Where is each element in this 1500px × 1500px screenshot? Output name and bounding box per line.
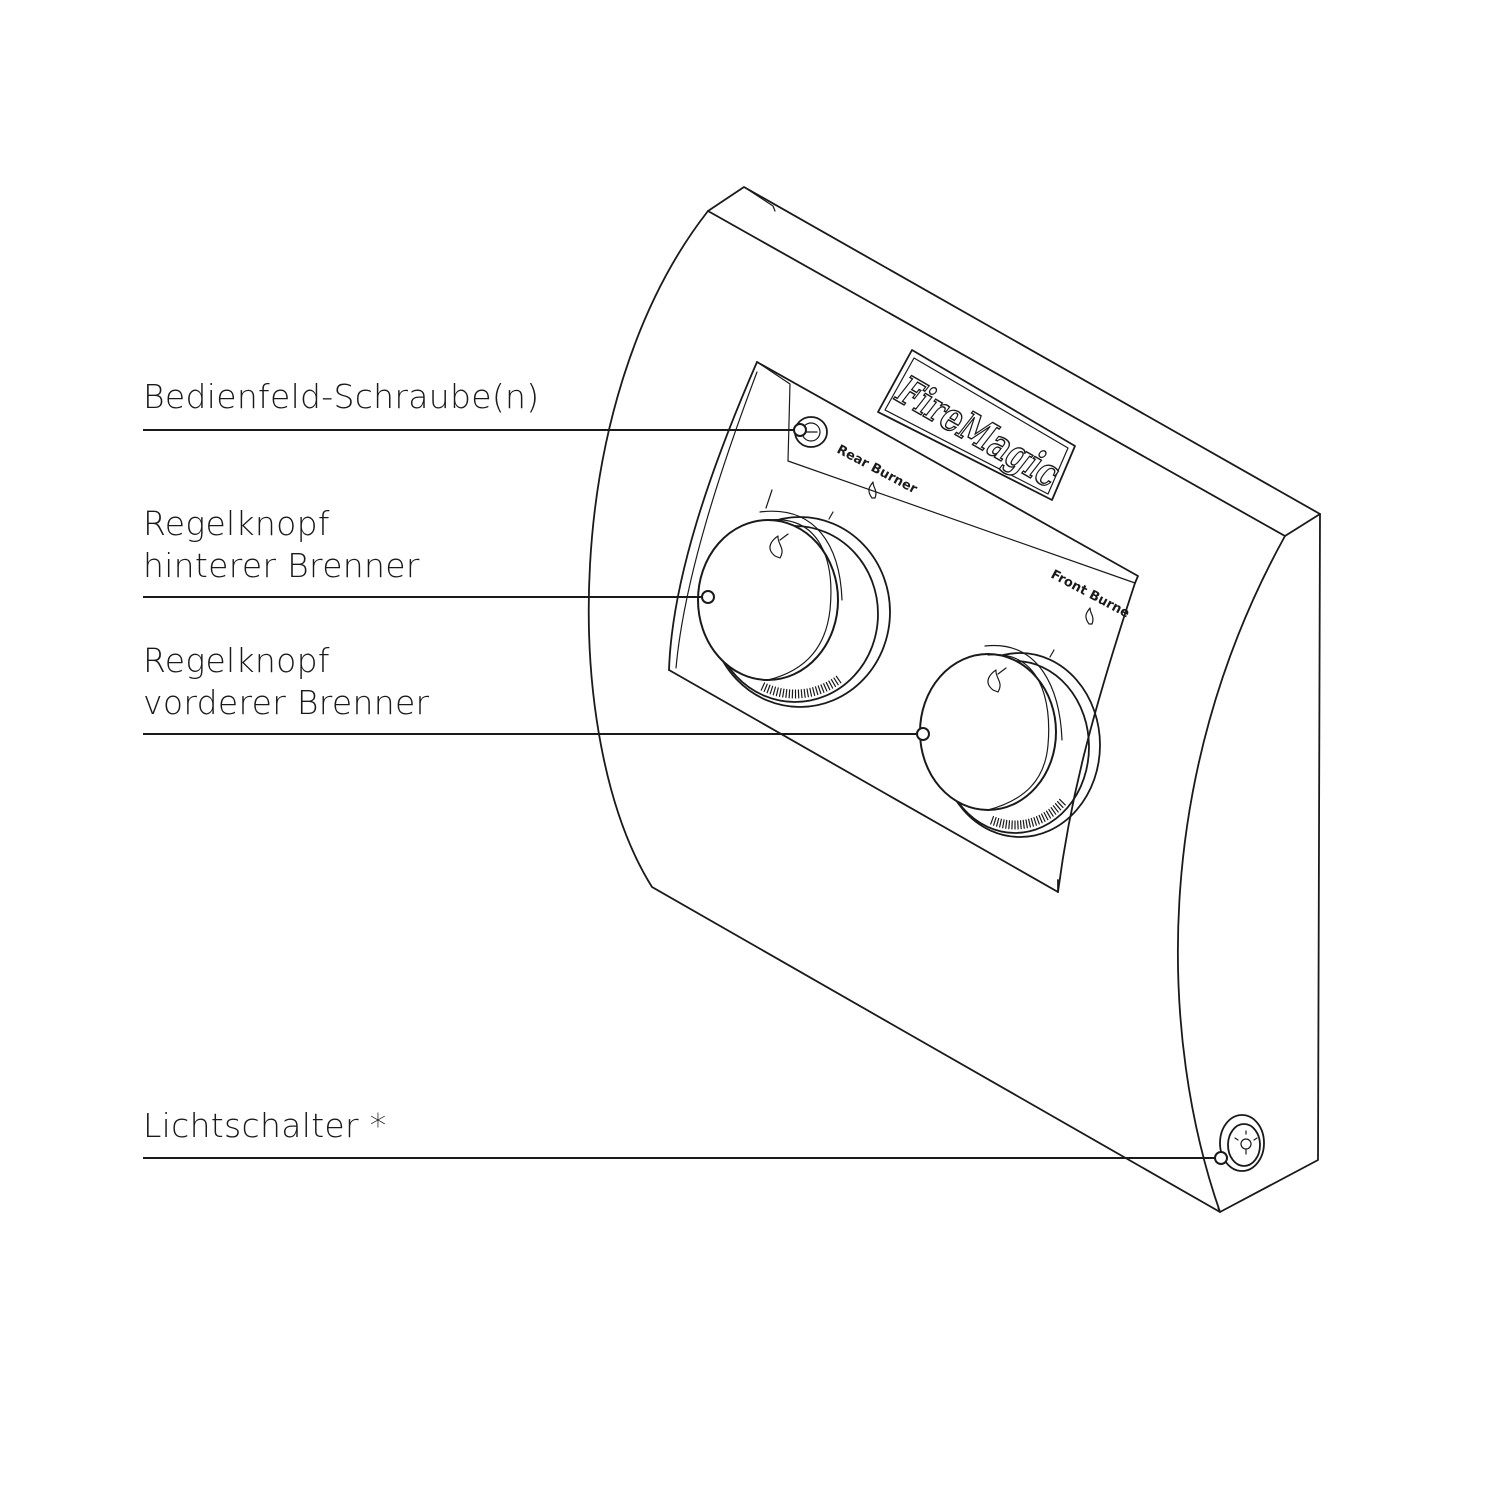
leader-lines	[143, 423, 1228, 1165]
svg-text:FireMagic: FireMagic	[886, 369, 1071, 496]
label-panel-screws: Bedienfeld-Schraube(n)	[143, 377, 540, 416]
label-rear-knob-line1: Regelknopf	[143, 504, 330, 543]
label-front-knob-line1: Regelknopf	[143, 641, 330, 680]
front-burner-knob[interactable]	[919, 644, 1101, 838]
control-recess	[668, 361, 1139, 893]
rear-burner-label: Rear Burner	[834, 442, 920, 497]
rear-burner-knob[interactable]	[697, 510, 891, 708]
bulb-icon	[1234, 1130, 1258, 1155]
panel-housing	[587, 186, 1321, 1213]
label-front-knob-line2: vorderer Brenner	[143, 683, 430, 722]
front-burner-label: Front Burne	[1048, 567, 1132, 621]
label-rear-knob-line2: hinterer Brenner	[143, 546, 420, 585]
label-light-switch: Lichtschalter *	[143, 1106, 387, 1145]
flame-icon	[868, 481, 877, 499]
flame-icon	[1085, 607, 1094, 625]
light-switch[interactable]	[1219, 1114, 1265, 1172]
